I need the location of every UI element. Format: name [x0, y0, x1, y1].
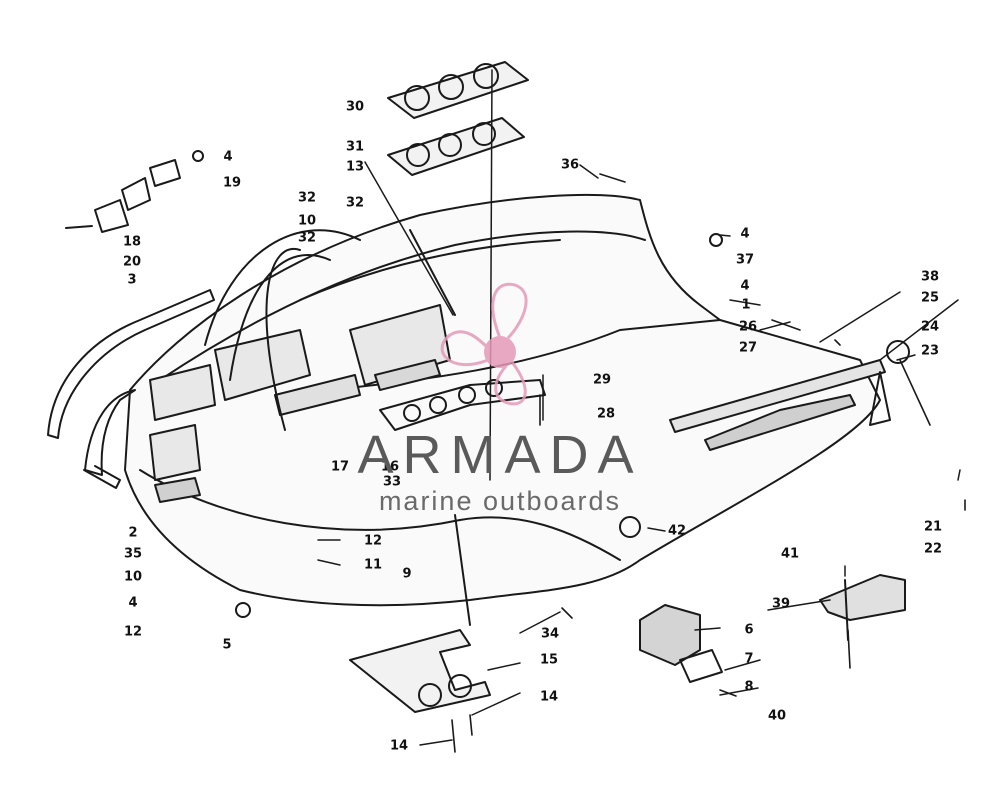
callout-11: 11 — [363, 557, 383, 573]
callout-37: 37 — [735, 252, 755, 268]
callout-24: 24 — [920, 319, 940, 335]
callout-28: 28 — [596, 406, 616, 422]
latch-assembly — [639, 574, 906, 683]
callout-26: 26 — [738, 319, 758, 335]
callout-31: 31 — [345, 139, 365, 155]
callout-38: 38 — [920, 269, 940, 285]
callout-2: 2 — [128, 525, 138, 541]
callout-13: 13 — [345, 159, 365, 175]
callout-25: 25 — [920, 290, 940, 306]
callout-42: 42 — [667, 523, 687, 539]
windshield-leader-arcs — [204, 229, 456, 431]
callout-39: 39 — [771, 596, 791, 612]
callout-32: 32 — [345, 195, 365, 211]
callout-36: 36 — [560, 157, 580, 173]
small-bracket-parts — [65, 150, 910, 618]
callout-15: 15 — [539, 652, 559, 668]
watermark-brand: ARMADA — [357, 425, 643, 485]
callout-8: 8 — [744, 679, 754, 695]
callout-35: 35 — [123, 546, 143, 562]
callout-16: 16 — [380, 459, 400, 475]
callout-27: 27 — [738, 340, 758, 356]
callout-4: 4 — [740, 278, 750, 294]
dash-panel — [149, 304, 546, 503]
callout-12: 12 — [363, 533, 383, 549]
callout-9: 9 — [402, 566, 412, 582]
callout-12: 12 — [123, 624, 143, 640]
callout-32: 32 — [297, 230, 317, 246]
callout-14: 14 — [389, 738, 409, 754]
callout-34: 34 — [540, 626, 560, 642]
callout-10: 10 — [123, 569, 143, 585]
callout-33: 33 — [382, 474, 402, 490]
side-trim-strips — [47, 289, 215, 489]
gauge-gasket-lower — [387, 117, 525, 176]
callout-21: 21 — [923, 519, 943, 535]
callout-4: 4 — [223, 149, 233, 165]
gauge-gasket-top — [387, 61, 529, 119]
callout-22: 22 — [923, 541, 943, 557]
side-rail — [669, 359, 891, 451]
callout-7: 7 — [744, 651, 754, 667]
callout-17: 17 — [330, 459, 350, 475]
callout-40: 40 — [767, 708, 787, 724]
watermark-tagline: marine outboards — [378, 486, 622, 516]
callout-23: 23 — [920, 343, 940, 359]
leader-lines — [317, 69, 961, 746]
callout-3: 3 — [127, 272, 137, 288]
callout-4: 4 — [128, 595, 138, 611]
callout-5: 5 — [222, 637, 232, 653]
callout-20: 20 — [122, 254, 142, 270]
callout-10: 10 — [297, 213, 317, 229]
callout-41: 41 — [780, 546, 800, 562]
callout-14: 14 — [539, 689, 559, 705]
callout-32: 32 — [297, 190, 317, 206]
callout-19: 19 — [222, 175, 242, 191]
support-bracket — [349, 514, 491, 713]
callout-29: 29 — [592, 372, 612, 388]
bolts — [451, 173, 966, 753]
callout-6: 6 — [744, 622, 754, 638]
callout-18: 18 — [122, 234, 142, 250]
propeller-logo-icon — [440, 282, 528, 406]
callout-1: 1 — [741, 297, 751, 313]
callout-4: 4 — [740, 226, 750, 242]
callout-30: 30 — [345, 99, 365, 115]
